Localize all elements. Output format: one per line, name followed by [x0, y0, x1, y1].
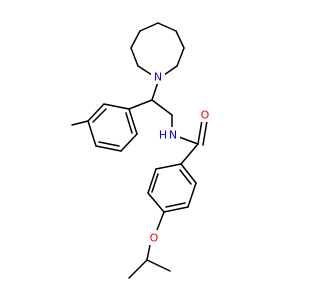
- atom-label-amide-nh: H N: [156, 127, 180, 143]
- tolyl-ring: [71, 103, 138, 152]
- atom-label-azepane-n: N: [151, 70, 165, 84]
- svg-text:O: O: [201, 109, 210, 122]
- structure-canvas: N H N O O: [71, 22, 212, 279]
- isopropoxy-group: [128, 244, 171, 279]
- svg-text:H: H: [159, 129, 167, 142]
- svg-text:N: N: [169, 129, 177, 142]
- svg-text:O: O: [150, 232, 159, 245]
- molecule-drawing: N H N O O: [71, 22, 212, 279]
- atom-label-carbonyl-o: O: [198, 108, 212, 122]
- atom-label-ether-o: O: [147, 230, 161, 245]
- benzoyl-ring: [147, 163, 197, 231]
- ethyl-linker: [128, 81, 173, 128]
- azepane-ring: [130, 22, 185, 76]
- svg-text:N: N: [154, 71, 162, 84]
- amide-group: [178, 119, 208, 165]
